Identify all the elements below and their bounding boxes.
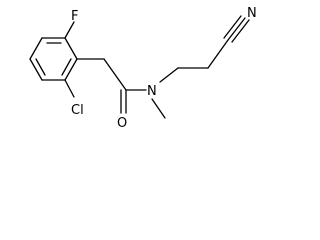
chlorine-label: Cl (71, 103, 84, 118)
nitrile-triple-bond-2 (223, 15, 242, 39)
nitrile-nitrogen-label: N (247, 6, 257, 21)
nitrile-triple-bond-1 (227, 17, 246, 41)
oxygen-label: O (117, 116, 127, 131)
benzene-ring (29, 37, 78, 81)
ring-bond-3-inner (61, 58, 72, 76)
molecule-structure: F Cl O N N (29, 6, 257, 131)
ring-bond-6 (29, 37, 43, 60)
bond-ring-chlorine (64, 79, 75, 98)
ring-bond-5-inner (35, 58, 46, 76)
bond-nitrogen-ch2 (159, 67, 179, 83)
nitrile-triple-bond-3 (231, 19, 250, 43)
ring-bond-2 (64, 37, 78, 60)
bond-ring-fluorine (64, 21, 75, 39)
ring-bond-5 (29, 58, 43, 81)
bond-nitrogen-methyl (151, 98, 166, 119)
fluorine-label: F (71, 9, 78, 24)
amide-nitrogen-label: N (147, 84, 157, 99)
ring-bond-3 (64, 58, 78, 81)
bond-ch2-carbonyl (103, 58, 127, 91)
bond-ch2-nitrile-carbon (207, 39, 229, 69)
